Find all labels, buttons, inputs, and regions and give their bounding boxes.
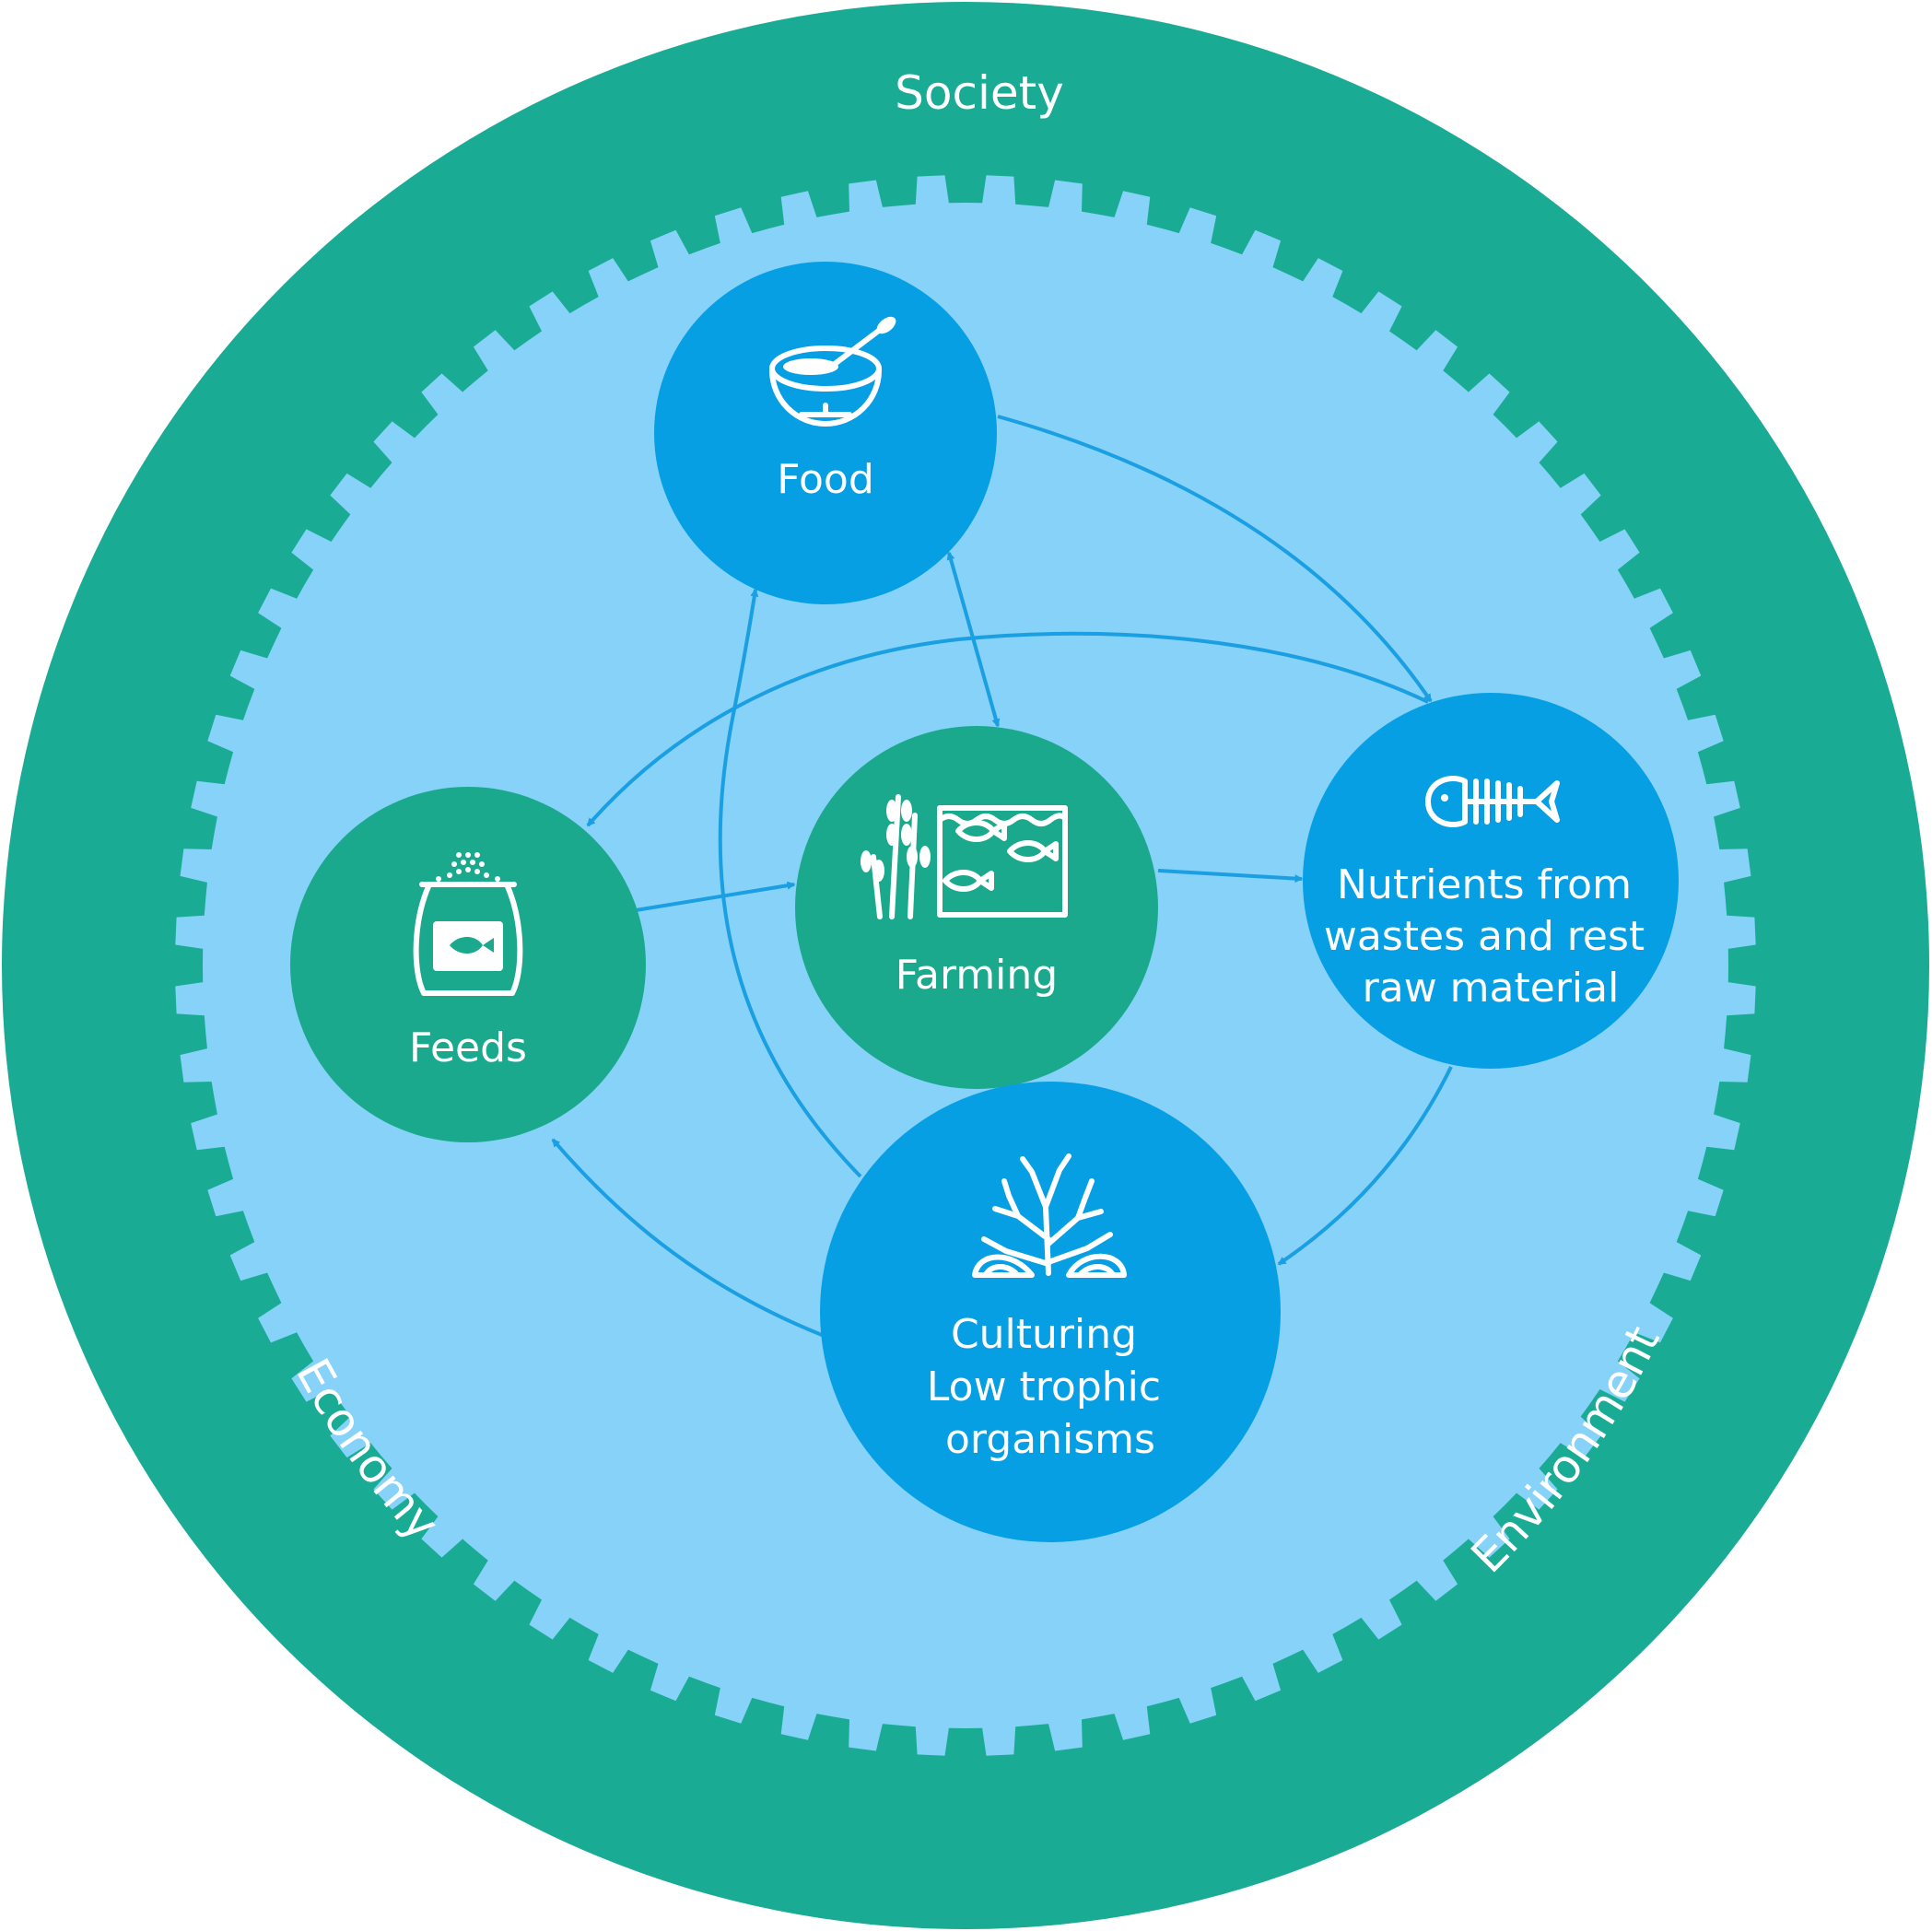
node-label-culturing-line-2: Low trophic [927, 1363, 1161, 1410]
node-food: Food [654, 262, 997, 604]
node-feeds: Feeds [290, 787, 646, 1142]
arrow-farming-to-nutrients [1157, 869, 1304, 884]
arrow-feeds-to-farming [635, 881, 796, 912]
wheat-and-fish-tank-icon [861, 794, 1068, 919]
node-label-nutrients-line-1: Nutrients from [1337, 861, 1632, 908]
node-label-food: Food [777, 456, 874, 503]
arrow-culturing-to-feeds [551, 1138, 823, 1337]
arrow-nutrients-to-feeds [586, 631, 1429, 827]
arrow-food-to-nutrients [997, 415, 1433, 703]
node-label-feeds: Feeds [409, 1024, 527, 1071]
node-label-nutrients-line-3: raw material [1363, 965, 1620, 1012]
node-label-culturing-line-1: Culturing [951, 1311, 1137, 1358]
node-label-culturing-line-3: organisms [945, 1416, 1155, 1463]
node-label-farming: Farming [896, 952, 1058, 999]
fish-skeleton-icon [1425, 776, 1560, 827]
feed-bag-icon [413, 852, 523, 996]
arrow-culturing-to-food [718, 588, 862, 1178]
node-label-nutrients: Nutrients from wastes and rest raw mater… [1324, 861, 1657, 1012]
node-nutrients: Nutrients from wastes and rest raw mater… [1303, 693, 1679, 1069]
ring-label-society: Society [895, 66, 1064, 120]
bowl-icon [769, 316, 896, 427]
node-farming: Farming [795, 726, 1158, 1089]
arrow-nutrients-to-culturing [1277, 1066, 1453, 1266]
node-label-nutrients-line-2: wastes and rest [1324, 913, 1645, 960]
node-label-culturing: Culturing Low trophic organisms [927, 1311, 1174, 1463]
seaweed-mussel-icon [972, 1153, 1127, 1278]
flow-arrows [551, 415, 1453, 1337]
node-culturing: Culturing Low trophic organisms [820, 1082, 1281, 1542]
